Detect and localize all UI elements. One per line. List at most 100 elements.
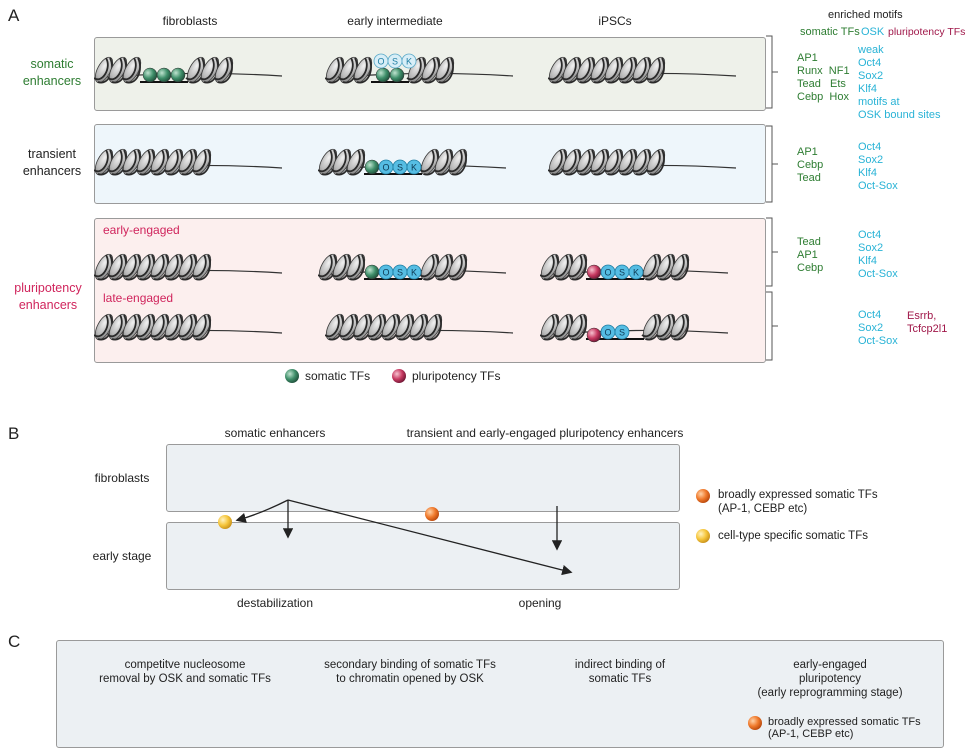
svg-text:K: K <box>406 57 412 67</box>
motif-brackets <box>766 35 778 361</box>
panel-b-letter: B <box>8 424 20 443</box>
svg-text:S: S <box>397 268 403 278</box>
svg-text:O: O <box>604 328 611 338</box>
svg-text:O: O <box>382 163 389 173</box>
nucleosome <box>669 253 690 281</box>
svg-text:K: K <box>411 163 417 173</box>
nucleosome <box>213 56 234 84</box>
somatic-tf <box>364 264 380 280</box>
motifs-transient-green: AP1 Cebp Tead <box>797 146 824 184</box>
col-fibroblasts: fibroblasts <box>162 14 218 28</box>
panel-b-fibroblasts-box <box>166 444 680 512</box>
chromatin-somatic-fibroblasts <box>94 56 283 84</box>
osk-factor: K <box>406 264 422 280</box>
nucleosome <box>617 56 638 84</box>
svg-text:S: S <box>392 57 398 67</box>
nucleosome <box>135 313 156 341</box>
nucleosome <box>447 253 468 281</box>
row-somatic-enhancers: somatic enhancers <box>22 57 82 88</box>
nucleosome <box>447 148 468 176</box>
legend-pluri-tf-label: pluripotency TFs <box>412 369 501 383</box>
tf: O <box>373 53 389 69</box>
col-ipscs: iPSCs <box>598 14 632 28</box>
motifs-late-pluri: Esrrb, Tcfcp2l1 <box>907 310 948 335</box>
nucleosome <box>352 56 373 84</box>
nucleosome <box>191 148 212 176</box>
nucleosome <box>345 148 366 176</box>
chromatin-transient-ipsc <box>548 148 737 176</box>
legend-c-orange-label: broadly expressed somatic TFs (AP-1, CEB… <box>768 716 921 740</box>
svg-text:O: O <box>604 268 611 278</box>
panel-c-cap1: competitve nucleosome removal by OSK and… <box>99 659 271 685</box>
panel-c-letter: C <box>8 632 21 651</box>
nucleosome <box>434 56 455 84</box>
nucleosome <box>645 56 666 84</box>
chromatin-somatic-ipsc <box>548 56 737 84</box>
legend-somatic-tf-marker <box>285 369 299 383</box>
motif-header-pluri: pluripotency TFs <box>888 26 966 38</box>
panel-b-cap-opening: opening <box>518 596 562 610</box>
osk-factor: O <box>600 324 616 340</box>
motifs-early-green: Tead AP1 Cebp <box>797 236 824 274</box>
nucleosome <box>135 253 156 281</box>
col-early-intermediate: early intermediate <box>347 14 443 28</box>
svg-text:S: S <box>397 163 403 173</box>
motifs-transient-cyan: Oct4 Sox2 Klf4 Oct-Sox <box>858 141 898 192</box>
nucleosome <box>94 313 114 341</box>
nucleosome <box>163 148 184 176</box>
nucleosome <box>345 253 366 281</box>
osk-factor: K <box>406 159 422 175</box>
somatic-tf <box>364 159 380 175</box>
osk-factor: S <box>392 159 408 175</box>
panel-a-letter: A <box>8 6 20 25</box>
motifs-somatic-green: AP1 Runx NF1 Tead Ets Cebp Hox <box>797 52 850 103</box>
legend-pluri-tf-marker <box>392 369 406 383</box>
svg-text:K: K <box>411 268 417 278</box>
falling-yellow-tf <box>218 515 232 529</box>
nucleosome <box>669 313 690 341</box>
nucleosome <box>645 148 666 176</box>
somatic-tf <box>375 67 391 83</box>
osk-factor: S <box>614 264 630 280</box>
legend-c-orange-marker <box>748 716 762 730</box>
nucleosome <box>567 313 588 341</box>
sublabel-early-engaged: early-engaged <box>103 223 180 237</box>
motif-header-osk: OSK <box>861 26 885 38</box>
tf: S <box>387 53 403 69</box>
somatic-tf <box>170 67 186 83</box>
nucleosome <box>567 253 588 281</box>
panel-b-col-transient: transient and early-engaged pluripotency… <box>406 426 684 440</box>
nucleosome <box>191 313 212 341</box>
svg-text:K: K <box>633 268 639 278</box>
osk-factor: S <box>392 264 408 280</box>
osk-factor: O <box>600 264 616 280</box>
nucleosome <box>107 253 128 281</box>
motif-header-title: enriched motifs <box>828 9 903 21</box>
panel-b-arrows <box>235 499 573 576</box>
legend-b-yellow-label: cell-type specific somatic TFs <box>718 530 868 542</box>
pluripotency-tf <box>586 327 602 343</box>
nucleosome <box>191 253 212 281</box>
row-transient-enhancers: transient enhancers <box>22 147 82 178</box>
sublabel-late-engaged: late-engaged <box>103 291 174 305</box>
chromatin-late-engaged-fibroblasts <box>94 313 283 341</box>
osk-factor: K <box>628 264 644 280</box>
legend-b-yellow-marker <box>696 529 710 543</box>
panel-c-cap4: early-engaged pluripotency (early reprog… <box>757 659 903 699</box>
svg-text:S: S <box>619 268 625 278</box>
somatic-tf <box>389 67 405 83</box>
chromatin-late-engaged-early <box>325 313 514 341</box>
nucleosome <box>121 56 142 84</box>
legend-b-orange-label: broadly expressed somatic TFs (AP-1, CEB… <box>718 489 878 515</box>
panel-b-cap-destabilization: destabilization <box>236 596 314 610</box>
osk-factor: O <box>378 159 394 175</box>
panel-b-row-fibroblasts: fibroblasts <box>94 471 150 485</box>
chromatin-early-engaged-fibroblasts <box>94 253 283 281</box>
motifs-late-cyan: Oct4 Sox2 Oct-Sox <box>858 309 898 347</box>
panel-c-cap2: secondary binding of somatic TFs to chro… <box>324 659 496 685</box>
panel-c-box <box>56 640 944 748</box>
nucleosome <box>318 253 338 281</box>
